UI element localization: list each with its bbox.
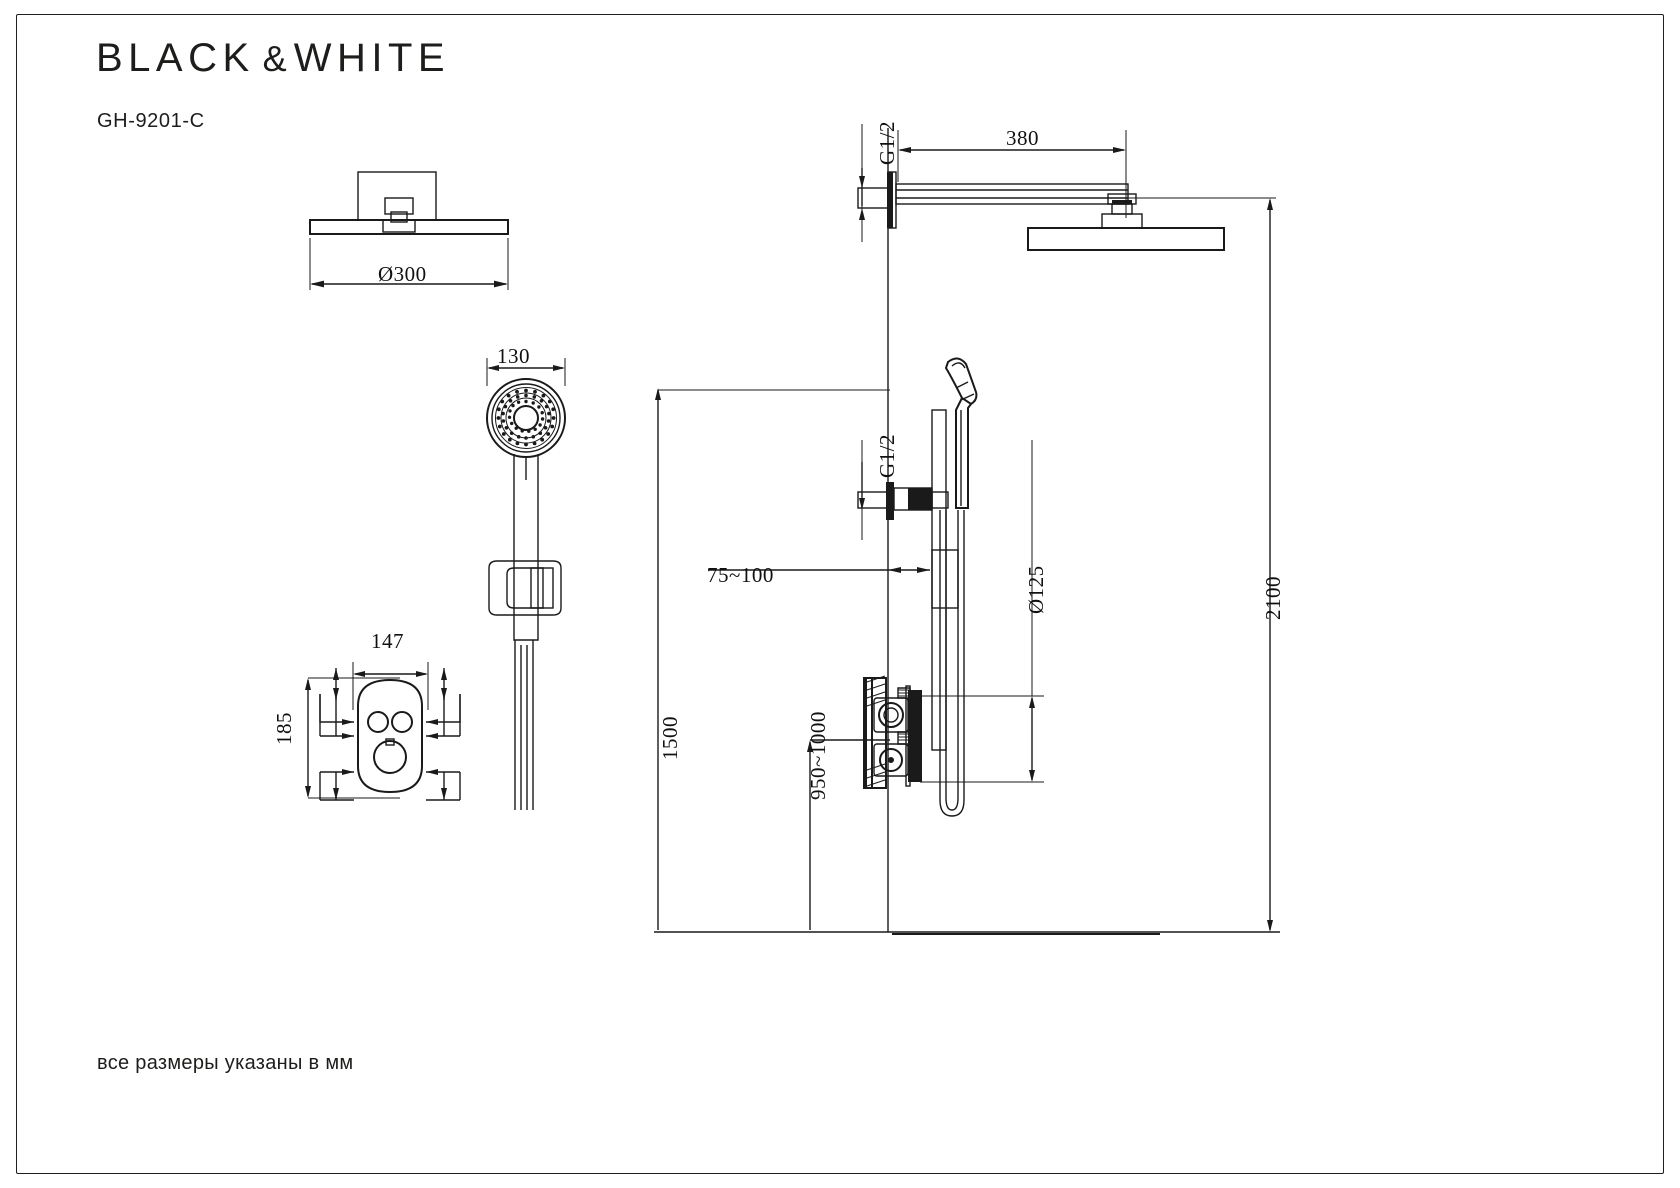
brand-logo-ampersand: &: [262, 38, 290, 79]
overhead-shower-view: [309, 171, 509, 290]
arm-thread-label: G1/2: [875, 121, 899, 165]
spray-holes: [496, 388, 556, 447]
brand-logo: BLACK&WHITE: [96, 36, 450, 81]
mixer-height-label: 950~1000: [806, 711, 830, 800]
sheet-border: [16, 14, 1664, 1174]
brand-logo-secondary: WHITE: [293, 36, 451, 80]
handshower-height-label: 1500: [658, 716, 682, 760]
assembly-view: [654, 124, 1280, 935]
faceplate-height-label: 185: [272, 712, 296, 745]
faceplate-width-label: 147: [371, 629, 404, 653]
hose-holder-diameter-label: Ø125: [1024, 565, 1048, 614]
hand-shower-width-label: 130: [497, 344, 530, 368]
wall-offset-label: 75~100: [707, 563, 774, 587]
arm-length-label: 380: [1006, 126, 1039, 150]
mixer-faceplate-view: [305, 662, 461, 801]
handshower-thread-label: G1/2: [875, 434, 899, 478]
overhead-diameter-label: Ø300: [378, 262, 427, 286]
units-footnote: все размеры указаны в мм: [97, 1052, 354, 1074]
hand-shower-view: [486, 358, 566, 810]
overall-height-label: 2100: [1261, 576, 1285, 620]
mixer-body-section: [863, 675, 922, 789]
brand-logo-primary: BLACK: [96, 36, 255, 80]
model-code: GH-9201-C: [97, 110, 205, 132]
